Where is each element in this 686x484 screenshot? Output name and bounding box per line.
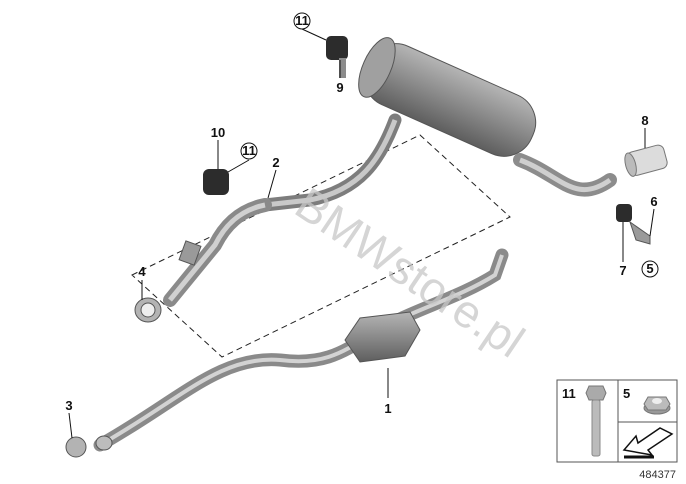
callout-5: 5 bbox=[646, 261, 653, 276]
callout-7: 7 bbox=[619, 263, 626, 278]
nut-icon bbox=[643, 396, 671, 415]
leader-lines bbox=[68, 28, 655, 439]
bolt-icon bbox=[585, 385, 607, 457]
front-pipe-with-catalytic-converter bbox=[93, 248, 509, 452]
callout-8: 8 bbox=[641, 113, 648, 128]
view-direction-arrow-icon bbox=[622, 427, 674, 457]
callout-11-top: 11 bbox=[295, 13, 309, 28]
callout-3: 3 bbox=[65, 398, 72, 413]
legend-nut-label: 5 bbox=[623, 386, 630, 401]
clamp-3 bbox=[65, 436, 87, 458]
callout-9: 9 bbox=[336, 80, 343, 95]
tailpipe-trim bbox=[624, 144, 668, 177]
diagram-number: 484377 bbox=[639, 469, 676, 481]
bracket-6-7 bbox=[616, 204, 651, 245]
clamp-4 bbox=[134, 297, 162, 323]
middle-pipe bbox=[163, 198, 272, 307]
rubber-mount-9 bbox=[326, 36, 348, 78]
callout-10: 10 bbox=[211, 125, 225, 140]
callout-1: 1 bbox=[384, 401, 391, 416]
rear-silencer bbox=[258, 37, 617, 212]
callout-4: 4 bbox=[138, 264, 146, 279]
legend-bolt-label: 11 bbox=[562, 386, 576, 401]
callout-2: 2 bbox=[272, 155, 279, 170]
assembly-dashed-outline bbox=[131, 134, 511, 358]
rubber-mount-10 bbox=[203, 169, 229, 195]
callout-6: 6 bbox=[650, 194, 657, 209]
fastener-legend: 11 5 bbox=[556, 379, 678, 463]
callout-11-mid: 11 bbox=[242, 143, 256, 158]
